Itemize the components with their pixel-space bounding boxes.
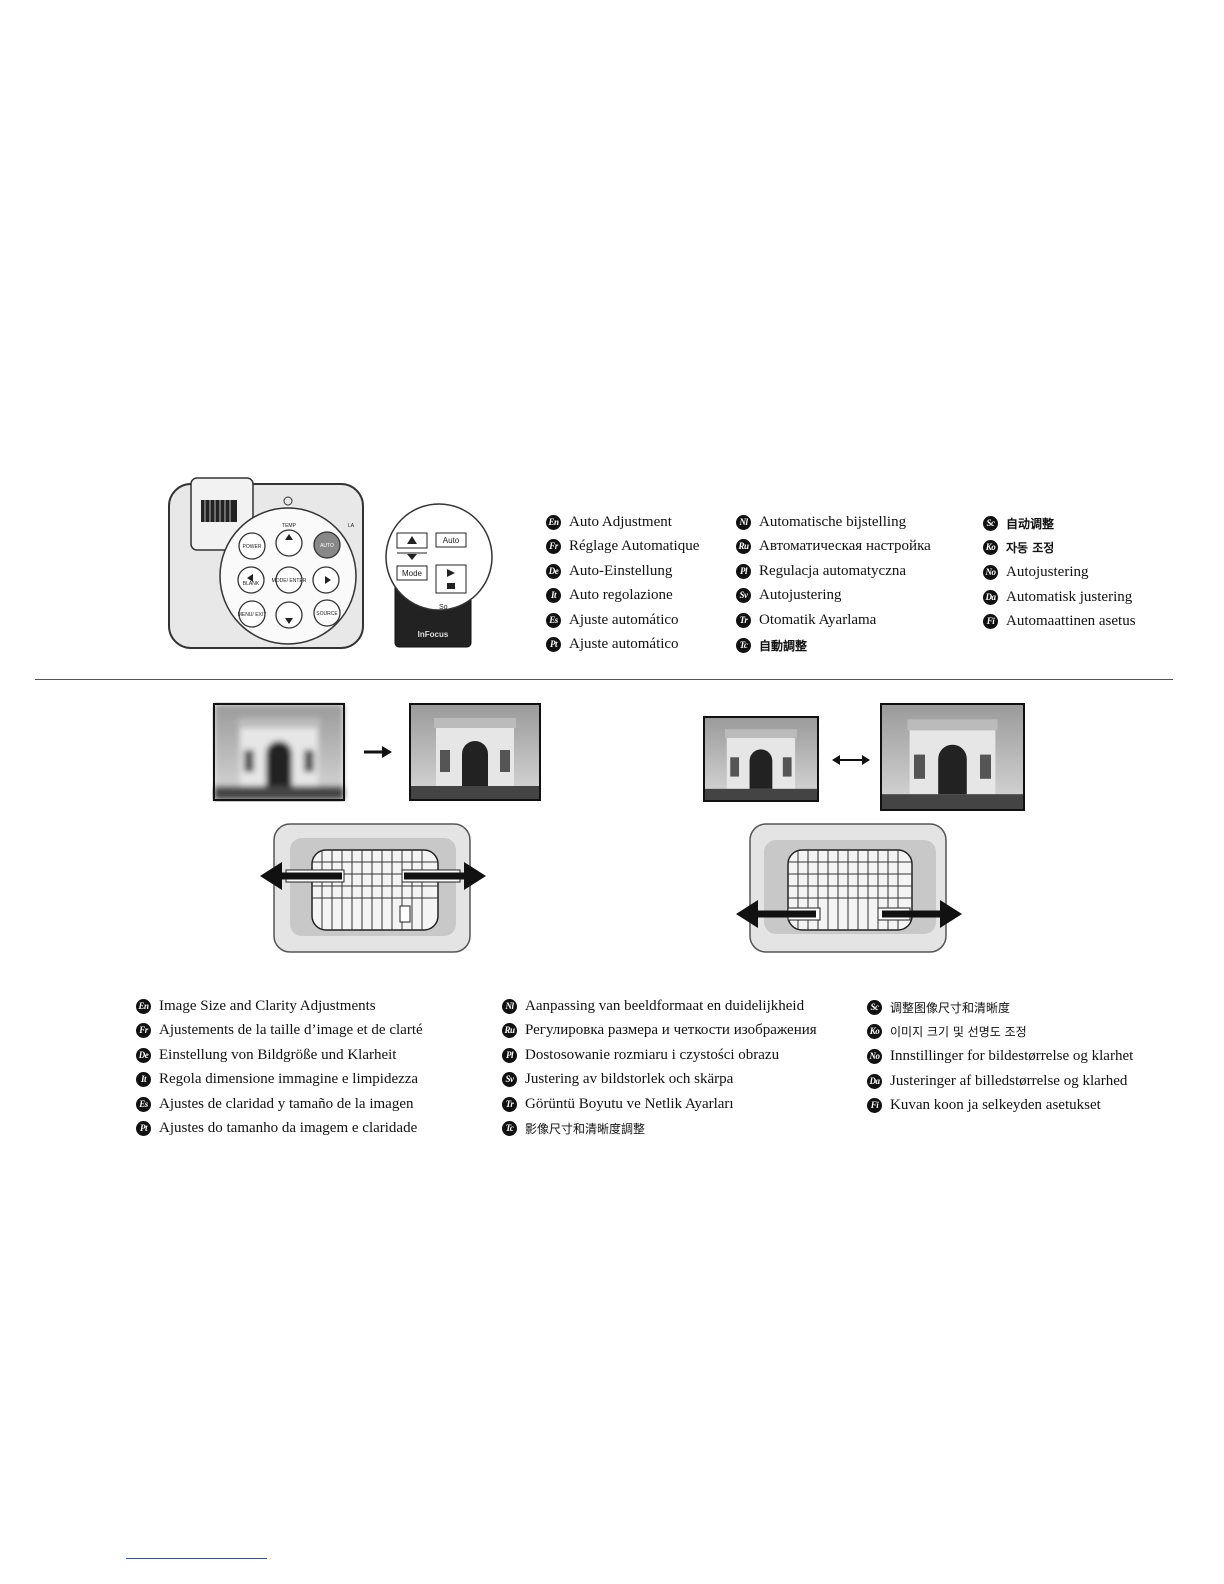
focus-comparison-illustration	[213, 703, 541, 801]
section-divider	[35, 679, 1173, 680]
mode-enter-label: MODE/ ENTER	[272, 578, 307, 584]
blank-label: BLANK	[243, 581, 260, 587]
source-label: SOURCE	[316, 611, 338, 617]
remote-brand-label: InFocus	[418, 630, 449, 639]
remote-source-label: So	[439, 604, 448, 611]
power-label: POWER	[243, 544, 262, 550]
remote-control-illustration: InFocus Auto Mode So	[385, 503, 493, 648]
footnote-rule	[126, 1558, 267, 1559]
focus-ring-illustration	[260, 823, 486, 953]
size-comparison-illustration	[703, 703, 1025, 811]
temp-label: TEMP	[282, 523, 297, 529]
zoom-ring-illustration	[736, 823, 962, 953]
remote-mode-label: Mode	[402, 569, 423, 578]
lamp-label: LA	[348, 523, 355, 529]
projector-top-illustration: POWER TEMP LA AUTO BLANK MODE/ ENTER MEN…	[168, 477, 364, 649]
remote-auto-label: Auto	[443, 536, 460, 545]
auto-label: AUTO	[320, 543, 334, 549]
menu-exit-label: MENU/ EXIT	[238, 612, 267, 618]
